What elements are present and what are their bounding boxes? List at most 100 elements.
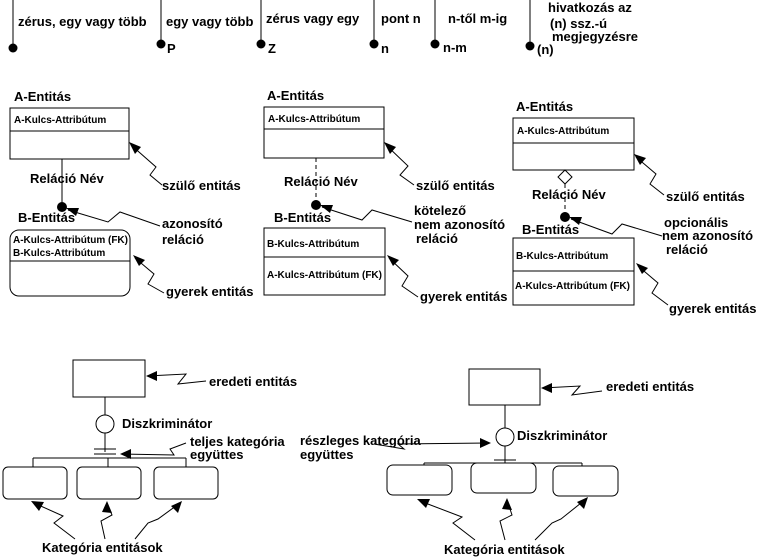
note-parent-entity: szülő entitás (666, 189, 745, 204)
child-foreign-key: A-Kulcs-Attribútum (FK) (267, 270, 382, 281)
note-relation-line: opcionális (664, 215, 728, 230)
callout-arrow (66, 208, 79, 216)
parent-entity-title: A-Entitás (267, 88, 324, 103)
legend-label: zérus vagy egy (266, 11, 360, 26)
parent-key-attribute: A-Kulcs-Attribútum (517, 126, 609, 137)
legend-label: zérus, egy vagy több (18, 14, 147, 29)
category-entity (552, 465, 619, 497)
callout-arrow (480, 438, 491, 448)
legend-n-to-m: n-től m-ig n-m (430, 0, 507, 55)
note-relation-line: nem azonosító (414, 217, 505, 232)
legend-symbol: P (167, 41, 176, 56)
note-parent-entity: szülő entitás (162, 178, 241, 193)
child-entity-title: B-Entitás (522, 222, 579, 237)
mandatory-non-identifying-relationship: A-Entitás A-Kulcs-Attribútum Reláció Név… (263, 88, 507, 304)
callout-line (33, 502, 76, 540)
callout-arrow (129, 142, 141, 154)
many-dot (311, 200, 321, 210)
callout-arrow (541, 383, 552, 393)
callout-line (321, 206, 413, 223)
callout-line (534, 498, 587, 541)
note-relation-line: reláció (162, 232, 204, 247)
callout-line (385, 144, 415, 186)
callout-arrow (387, 255, 399, 266)
child-entity-dependent: A-Kulcs-Attribútum (FK) B-Kulcs-Attribút… (9, 229, 131, 297)
legend-note-reference: hivatkozás az (n) ssz.-ú megjegyzésre (n… (525, 0, 638, 57)
callout-line (637, 265, 669, 306)
note-original-entity: eredeti entitás (606, 379, 694, 394)
optional-diamond (557, 169, 573, 185)
many-dot (57, 202, 67, 212)
many-dot (560, 212, 570, 222)
discriminator-circle (95, 414, 115, 434)
category-entity (386, 464, 453, 496)
note-relation-line: azonosító (162, 216, 223, 231)
callout-arrow (577, 497, 588, 509)
category-entity (2, 466, 68, 500)
callout-arrow (417, 499, 430, 508)
child-entity-title: B-Entitás (18, 210, 75, 225)
callout-line (570, 218, 663, 237)
legend-symbol: n-m (443, 40, 467, 55)
callout-line (541, 385, 603, 396)
note-relation-line: nem azonosító (662, 228, 753, 243)
callout-line (146, 373, 207, 385)
callout-arrow (146, 371, 157, 381)
callout-line (419, 500, 476, 541)
parent-entity: A-Kulcs-Attribútum (9, 107, 130, 160)
callout-line (134, 502, 181, 540)
note-child-entity: gyerek entitás (420, 289, 507, 304)
note-relation-line: reláció (666, 242, 708, 257)
relation-name: Reláció Név (30, 171, 104, 186)
legend-label-line: hivatkozás az (548, 0, 632, 15)
parent-entity: A-Kulcs-Attribútum (512, 117, 635, 171)
category-entity (153, 466, 219, 500)
callout-arrow (384, 142, 396, 154)
relation-name: Reláció Név (532, 187, 606, 202)
child-entity-title: B-Entitás (274, 210, 331, 225)
legend-symbol: (n) (537, 42, 554, 57)
callout-line (635, 156, 665, 196)
discriminator-label: Diszkriminátor (517, 428, 607, 443)
parent-entity-title: A-Entitás (516, 99, 573, 114)
category-entity (76, 466, 142, 500)
child-key-attribute: B-Kulcs-Attribútum (13, 248, 105, 259)
legend-label: egy vagy több (166, 14, 253, 29)
note-original-entity: eredeti entitás (209, 374, 297, 389)
callout-arrow (171, 501, 182, 513)
optional-non-identifying-relationship: A-Entitás A-Kulcs-Attribútum Reláció Név… (512, 99, 756, 316)
partial-category-cluster: eredeti entitás Diszkriminátor részleges… (300, 368, 694, 557)
legend-one-or-more: egy vagy több P (156, 0, 253, 56)
note-relation-line: kötelező (414, 203, 466, 218)
discriminator-circle (495, 427, 515, 447)
category-entities-label: Kategória entitások (42, 540, 163, 555)
complete-category-cluster: eredeti entitás Diszkriminátor teljes ka… (2, 359, 297, 555)
parent-key-attribute: A-Kulcs-Attribútum (14, 115, 106, 126)
legend-symbol: n (381, 41, 389, 56)
identifying-relationship: A-Entitás A-Kulcs-Attribútum Reláció Név… (9, 89, 253, 299)
parent-entity-title: A-Entitás (14, 89, 71, 104)
child-key-attribute: A-Kulcs-Attribútum (FK) (13, 235, 128, 246)
legend-label: pont n (381, 11, 421, 26)
note-child-entity: gyerek entitás (669, 301, 756, 316)
note-child-entity: gyerek entitás (166, 284, 253, 299)
legend-label: n-től m-ig (448, 11, 507, 26)
note-full-line: teljes kategória (190, 434, 285, 449)
callout-arrow (133, 255, 145, 266)
callout-arrow (102, 501, 112, 513)
cardinality-legend: zérus, egy vagy több egy vagy több P zér… (8, 0, 638, 57)
callout-arrow (31, 501, 44, 511)
note-parent-entity: szülő entitás (416, 178, 495, 193)
callout-line (121, 442, 187, 456)
note-relation-line: reláció (416, 231, 458, 246)
callout-arrow (120, 449, 131, 459)
callout-arrow (636, 263, 648, 274)
category-entity (470, 462, 537, 494)
child-entity: B-Kulcs-Attribútum A-Kulcs-Attribútum (F… (512, 237, 635, 306)
legend-label-line: (n) ssz.-ú (550, 16, 607, 31)
note-partial-line: részleges kategória (300, 433, 421, 448)
callout-line (388, 257, 419, 298)
discriminator-label: Diszkriminátor (122, 416, 212, 431)
callout-line (373, 442, 489, 450)
callout-line (130, 144, 163, 186)
